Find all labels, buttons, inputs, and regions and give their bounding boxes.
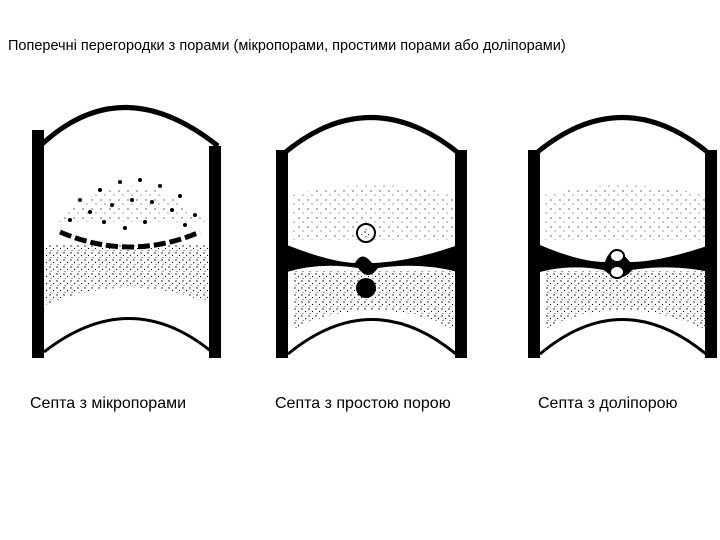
caption-dolipore: Септа з доліпорою — [538, 395, 678, 413]
caption-simple-pore: Септа з простою порою — [275, 395, 451, 413]
septum-micropores-icon — [32, 107, 221, 358]
septum-dolipore-icon — [528, 118, 717, 359]
septum-simple-pore-icon — [276, 118, 467, 359]
caption-micropores: Септа з мікропорами — [30, 395, 186, 413]
